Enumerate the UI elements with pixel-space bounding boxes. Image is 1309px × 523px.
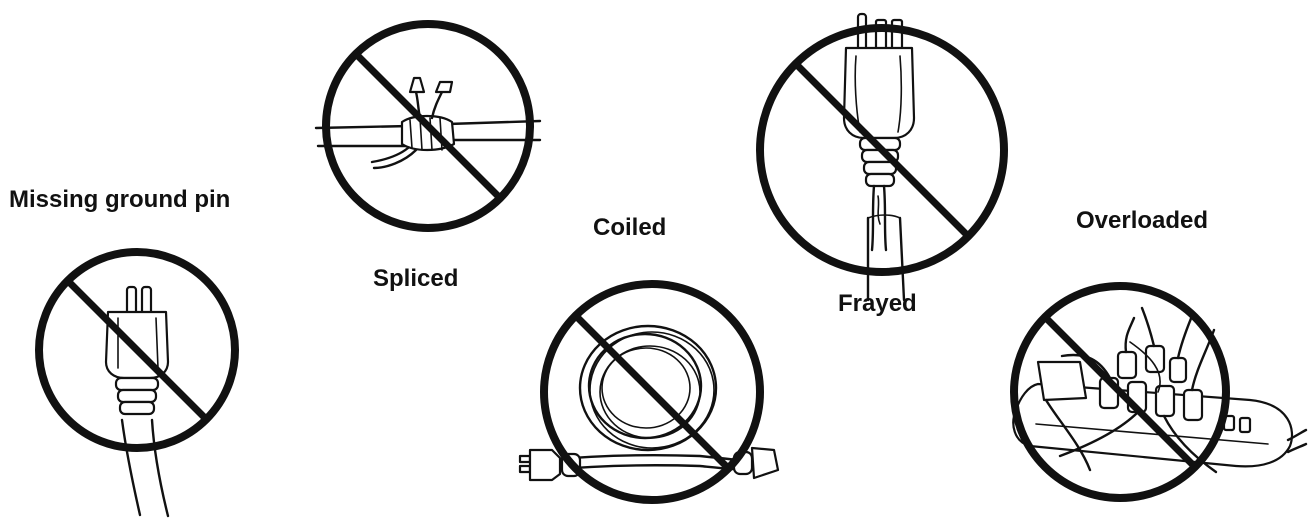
overloaded-strip-icon: [1010, 282, 1308, 502]
frayed-cord-icon: [756, 12, 1008, 302]
label-missing-ground-pin: Missing ground pin: [9, 186, 231, 213]
spliced-cord-icon: [314, 20, 542, 232]
label-overloaded: Overloaded: [1076, 207, 1209, 234]
label-spliced: Spliced: [373, 265, 459, 292]
label-coiled: Coiled: [593, 214, 667, 241]
coiled-cord-icon: [518, 280, 780, 504]
missing-ground-pin-icon: [35, 248, 239, 518]
